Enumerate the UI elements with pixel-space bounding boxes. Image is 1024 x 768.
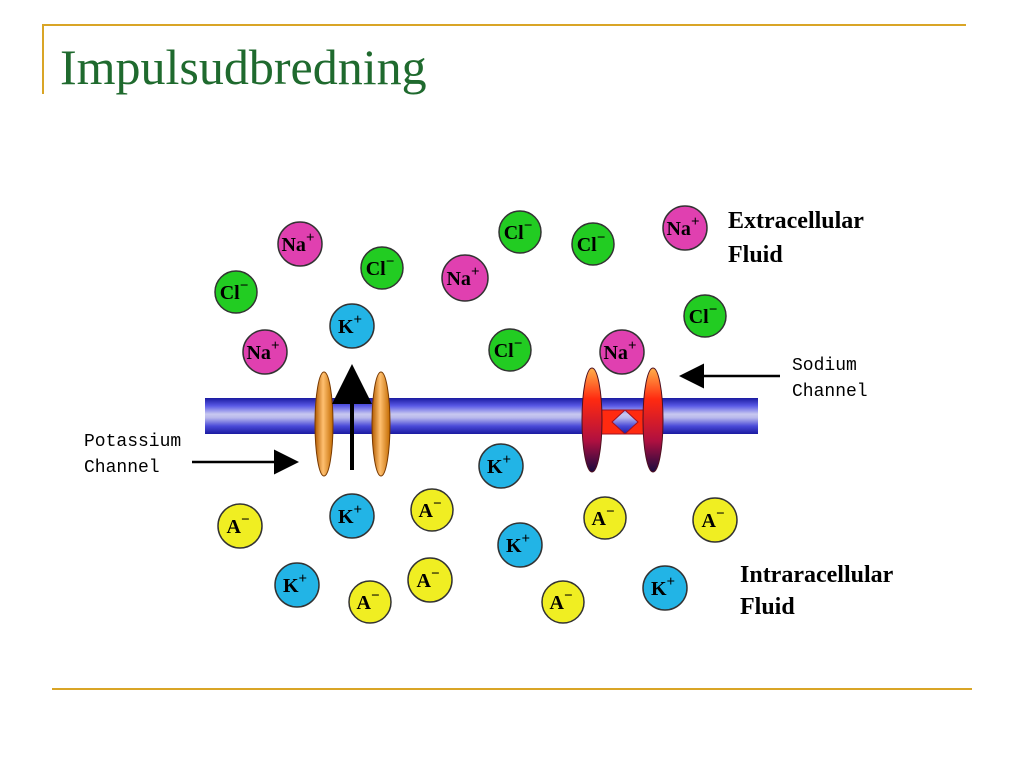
k-ion: K+ (478, 443, 524, 489)
k-ion-circle (329, 493, 375, 539)
a-ion: A− (217, 503, 263, 549)
k-ion: K+ (497, 522, 543, 568)
cl-ion: Cl− (571, 222, 615, 266)
ions-layer: Na+Cl−Na+Cl−Cl−Cl−Na+K+Na+Cl−Cl−Na+K+A−K… (214, 205, 738, 624)
cl-ion: Cl− (488, 328, 532, 372)
na-ion-circle (242, 329, 288, 375)
cl-ion: Cl− (498, 210, 542, 254)
slide-title: Impulsudbredning (60, 39, 427, 95)
a-ion: A− (348, 580, 392, 624)
k-ion: K+ (329, 303, 375, 349)
cl-ion: Cl− (683, 294, 727, 338)
sodium-channel (581, 367, 664, 473)
na-ion-label: Na+ (603, 338, 636, 364)
cl-ion-circle (214, 270, 258, 314)
cl-ion-circle (488, 328, 532, 372)
a-ion-circle (541, 580, 585, 624)
a-ion: A− (410, 488, 454, 532)
k-ion-circle (478, 443, 524, 489)
k-ion: K+ (642, 565, 688, 611)
intracellular-label-line1: Intraracellular (740, 562, 894, 588)
frame-bottom-line (52, 688, 972, 690)
cl-ion-circle (571, 222, 615, 266)
sodium-channel-label-line2: Channel (792, 382, 868, 402)
na-ion-circle (277, 221, 323, 267)
a-ion: A− (407, 557, 453, 603)
a-ion-circle (692, 497, 738, 543)
frame-top-line (42, 24, 966, 26)
k-ion-circle (642, 565, 688, 611)
extracellular-label-line1: Extracellular (728, 208, 864, 234)
k-ion: K+ (274, 562, 320, 608)
a-ion-circle (410, 488, 454, 532)
potassium-channel-label-line1: Potassium (84, 432, 181, 452)
intracellular-label-line2: Fluid (740, 594, 795, 620)
na-ion: Na+ (441, 254, 489, 302)
a-ion-circle (407, 557, 453, 603)
na-ion-circle (599, 329, 645, 375)
na-ion-circle (662, 205, 708, 251)
a-ion: A− (541, 580, 585, 624)
cl-ion-circle (683, 294, 727, 338)
potassium-channel-label-line2: Channel (84, 458, 160, 478)
cl-ion: Cl− (360, 246, 404, 290)
k-ion-circle (329, 303, 375, 349)
a-ion-circle (348, 580, 392, 624)
cl-ion: Cl− (214, 270, 258, 314)
cell-membrane (205, 398, 758, 434)
na-ion: Na+ (277, 221, 323, 267)
a-ion: A− (692, 497, 738, 543)
k-ion-circle (274, 562, 320, 608)
na-ion: Na+ (242, 329, 288, 375)
cl-ion-circle (498, 210, 542, 254)
k-ion-circle (497, 522, 543, 568)
potassium-channel (314, 371, 391, 477)
na-ion: Na+ (599, 329, 645, 375)
a-ion: A− (583, 496, 627, 540)
sodium-channel-label-line1: Sodium (792, 356, 857, 376)
na-ion: Na+ (662, 205, 708, 251)
a-ion-circle (217, 503, 263, 549)
k-ion: K+ (329, 493, 375, 539)
extracellular-label-line2: Fluid (728, 242, 783, 268)
cl-ion-circle (360, 246, 404, 290)
a-ion-circle (583, 496, 627, 540)
frame-left-line (42, 24, 44, 94)
na-ion-circle (441, 254, 489, 302)
